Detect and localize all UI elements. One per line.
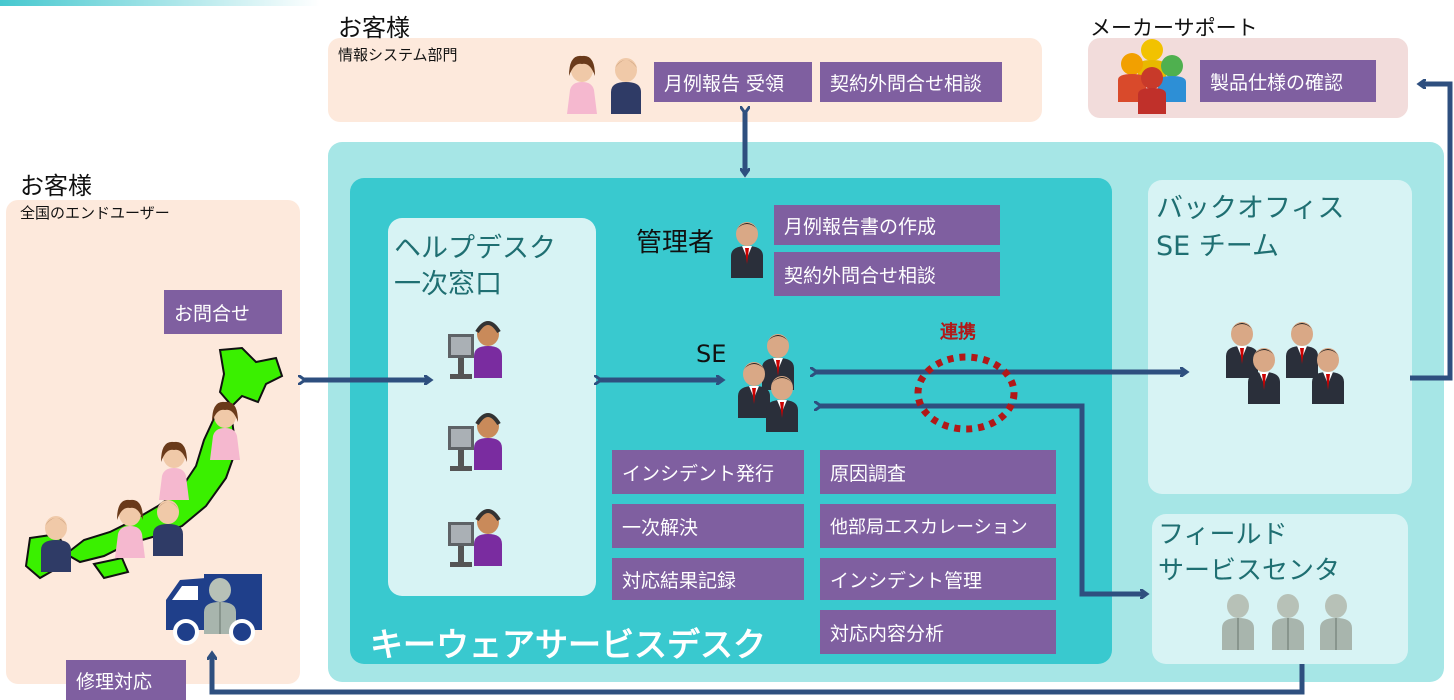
se-label: SE — [696, 340, 727, 368]
helpdesk-title-line2: 一次窓口 — [394, 269, 502, 300]
top-accent-bar — [0, 0, 320, 6]
cooperation-ring — [914, 353, 1018, 433]
backoffice-title-line2: SE チーム — [1156, 231, 1279, 262]
backoffice-maker-arrow — [1410, 84, 1453, 381]
monthly-report-creation-tag: 月例報告書の作成 — [774, 205, 1000, 245]
monthly-report-received-tag: 月例報告 受領 — [654, 62, 812, 102]
customer-it-subtitle: 情報システム部門 — [338, 46, 458, 64]
inquiry-tag: お問合せ — [164, 290, 282, 334]
field-repair-arrow — [212, 654, 1305, 695]
maker-support-title: メーカーサポート — [1090, 16, 1258, 40]
manager-label: 管理者 — [636, 228, 715, 258]
manager-out-of-contract-consult-tag: 契約外問合せ相談 — [774, 252, 1000, 296]
field-service-title-line1: フィールド — [1158, 520, 1288, 550]
task-incident-issue: インシデント発行 — [612, 450, 804, 494]
backoffice-title-line1: バックオフィス — [1156, 193, 1345, 224]
product-spec-check-tag: 製品仕様の確認 — [1200, 60, 1376, 102]
field-service-title-line2: サービスセンタ — [1158, 556, 1341, 586]
japan-map-icon — [24, 346, 284, 580]
end-users-subtitle: 全国のエンドユーザー — [20, 204, 170, 222]
end-users-title: お客様 — [20, 172, 92, 200]
backoffice-panel — [1148, 180, 1412, 494]
se-field-arrow — [820, 406, 1146, 594]
maker-support-group-icon — [1118, 39, 1186, 114]
out-of-contract-consult-tag: 契約外問合せ相談 — [820, 62, 1002, 102]
repair-tag: 修理対応 — [66, 660, 186, 700]
helpdesk-title-line1: ヘルプデスク — [394, 233, 556, 264]
task-content-analysis: 対応内容分析 — [820, 610, 1056, 654]
task-first-resolution: 一次解決 — [612, 504, 804, 548]
service-desk-title: キーウェアサービスデスク — [370, 625, 766, 664]
cooperation-label: 連携 — [940, 322, 976, 343]
repair-truck-icon — [166, 574, 262, 645]
customer-it-title: お客様 — [338, 14, 410, 42]
task-result-record: 対応結果記録 — [612, 558, 804, 600]
